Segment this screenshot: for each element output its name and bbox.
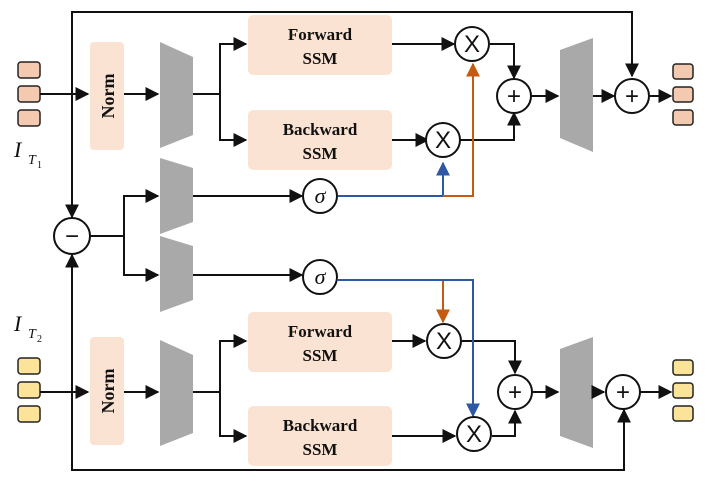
svg-text:Backward: Backward xyxy=(283,416,358,435)
projection-diff-lower xyxy=(160,236,193,312)
svg-text:Norm: Norm xyxy=(98,74,118,119)
subtract-node: − xyxy=(53,217,91,255)
input-label-t1: I T 1 xyxy=(13,137,42,171)
svg-text:SSM: SSM xyxy=(303,440,338,459)
norm-block-bottom: Norm xyxy=(90,337,124,445)
output-tokens-t1 xyxy=(672,63,694,126)
svg-text:X: X xyxy=(435,127,451,154)
svg-text:T: T xyxy=(28,153,37,168)
multiply-node-top-forward: X xyxy=(454,26,490,62)
svg-text:+: + xyxy=(616,379,630,406)
forward-ssm-top: Forward SSM xyxy=(248,15,392,75)
residual-add-node-bottom: + xyxy=(605,374,641,410)
backward-ssm-top: Backward SSM xyxy=(248,110,392,170)
svg-text:T: T xyxy=(28,327,37,342)
projection-diff-upper xyxy=(160,158,193,234)
svg-text:SSM: SSM xyxy=(303,49,338,68)
sigma-node-lower: σ xyxy=(302,259,338,295)
gate-lines-lower xyxy=(338,279,480,418)
svg-text:X: X xyxy=(436,328,452,355)
svg-text:1: 1 xyxy=(37,160,42,171)
svg-text:−: − xyxy=(65,223,79,250)
svg-text:σ: σ xyxy=(315,264,327,289)
norm-block-top: Norm xyxy=(90,42,124,150)
backward-ssm-bottom: Backward SSM xyxy=(248,406,392,466)
multiply-node-top-backward: X xyxy=(425,122,461,158)
svg-text:SSM: SSM xyxy=(303,346,338,365)
residual-add-node-top: + xyxy=(614,78,650,114)
output-tokens-t2 xyxy=(672,359,694,422)
add-node-top: + xyxy=(496,78,532,114)
output-projection-bottom xyxy=(560,337,593,448)
svg-text:+: + xyxy=(508,379,522,406)
svg-text:+: + xyxy=(625,83,639,110)
forward-ssm-bottom: Forward SSM xyxy=(248,312,392,372)
svg-text:I: I xyxy=(13,311,23,336)
add-node-bottom: + xyxy=(497,374,533,410)
output-projection-top xyxy=(560,38,593,152)
input-tokens-t2 xyxy=(17,357,41,423)
svg-text:X: X xyxy=(464,31,480,58)
projection-top xyxy=(160,42,193,148)
svg-text:SSM: SSM xyxy=(303,144,338,163)
multiply-node-bottom-forward: X xyxy=(426,323,462,359)
gate-lines-upper xyxy=(338,62,480,197)
svg-text:+: + xyxy=(507,83,521,110)
svg-text:Backward: Backward xyxy=(283,120,358,139)
sigma-node-upper: σ xyxy=(302,178,338,214)
svg-text:Norm: Norm xyxy=(98,369,118,414)
svg-text:2: 2 xyxy=(37,334,42,345)
multiply-node-bottom-backward: X xyxy=(456,416,492,452)
input-label-t2: I T 2 xyxy=(13,311,42,345)
svg-text:Forward: Forward xyxy=(288,25,353,44)
svg-text:σ: σ xyxy=(315,183,327,208)
svg-text:I: I xyxy=(13,137,23,162)
svg-text:X: X xyxy=(466,421,482,448)
svg-text:Forward: Forward xyxy=(288,322,353,341)
connections xyxy=(40,11,673,471)
projection-bottom xyxy=(160,340,193,446)
input-tokens-t1 xyxy=(17,61,41,127)
